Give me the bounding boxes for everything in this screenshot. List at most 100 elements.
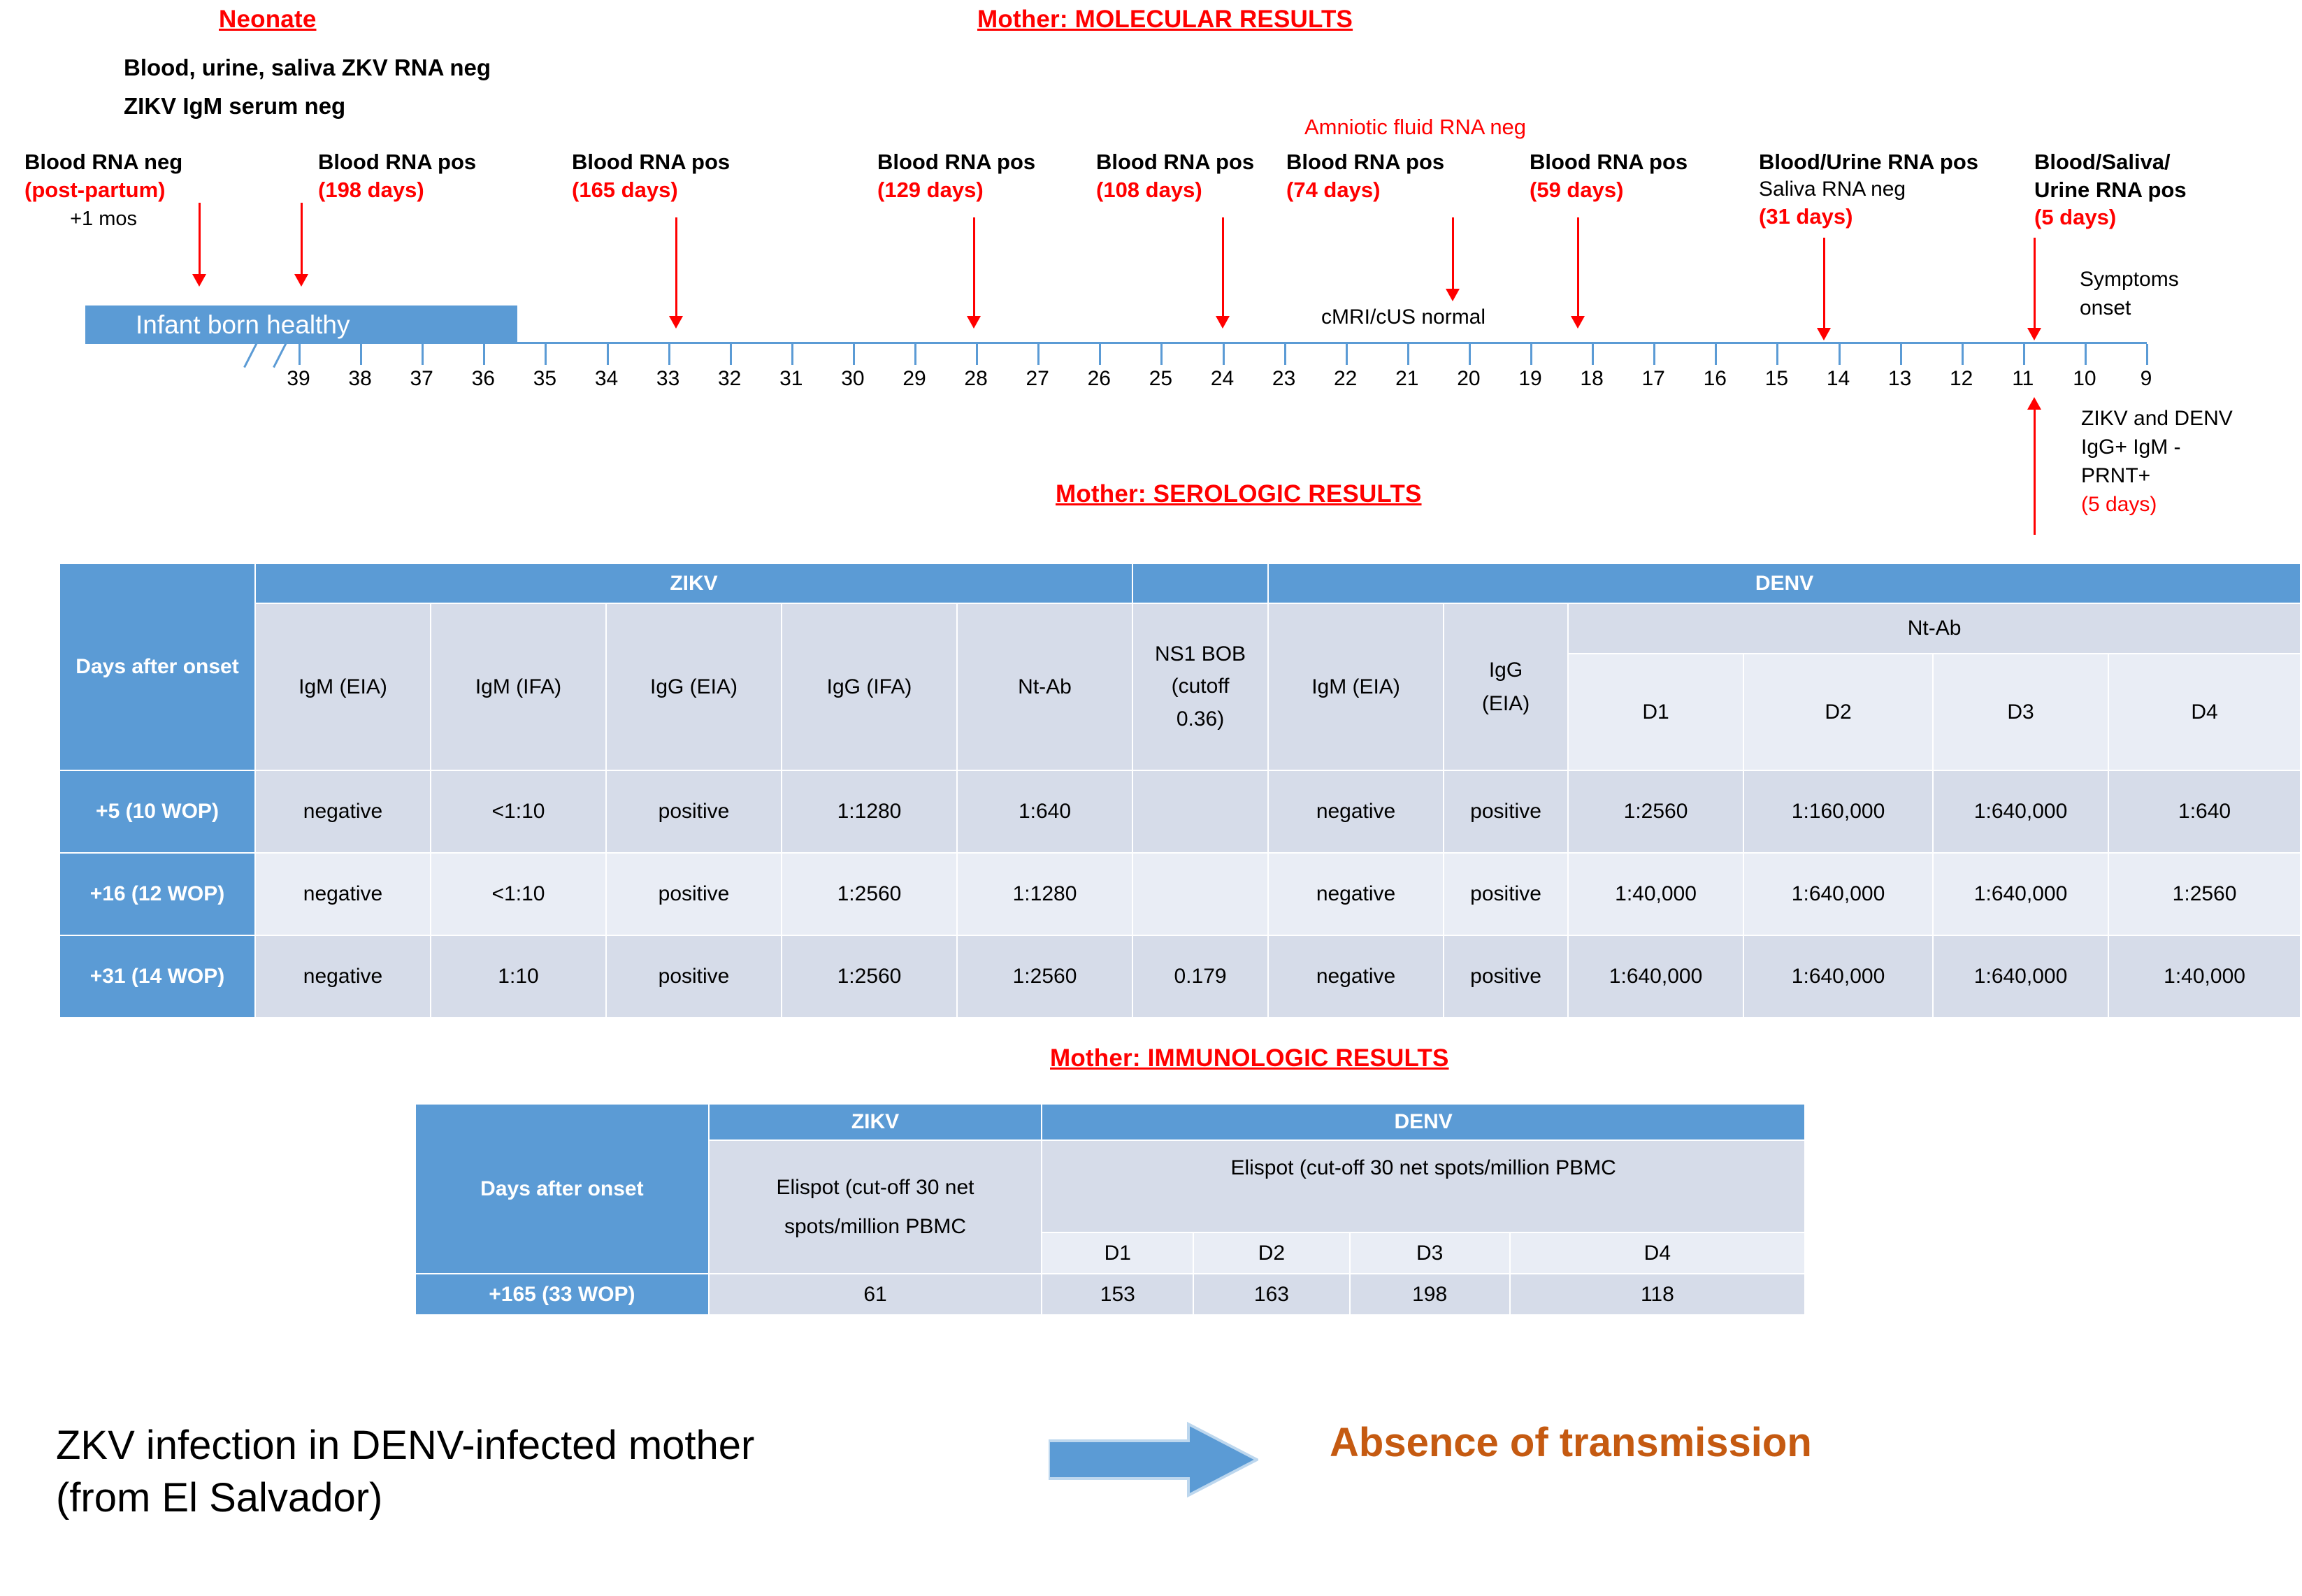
cell-denv-d4: 118 <box>1509 1273 1806 1316</box>
axis-tick <box>1407 344 1409 365</box>
event-label-line1: Blood RNA pos <box>318 150 477 174</box>
axis-tick-label: 12 <box>1950 367 1973 390</box>
axis-tick <box>1160 344 1163 365</box>
col-header-denv-d4: D4 <box>2108 653 2302 771</box>
row-label: +16 (12 WOP) <box>59 852 256 936</box>
infant-born-healthy-label: Infant born healthy <box>136 310 350 339</box>
conclusion-line2: (from El Salvador) <box>56 1475 383 1521</box>
event-label-line1: Blood RNA pos <box>1286 150 1445 174</box>
neonate-note-2: ZIKV IgM serum neg <box>124 93 346 119</box>
timeline-event-59-days: Blood RNA pos (59 days) <box>1530 148 1688 203</box>
axis-tick <box>1099 344 1102 365</box>
cell-denv-d3: 1:640,000 <box>1932 852 2110 936</box>
timeline-axis <box>85 342 2147 344</box>
group-header-denv: DENV <box>1267 563 2302 604</box>
event-label-line2: (165 days) <box>572 177 678 202</box>
table-header-row-1: Days after onset ZIKV DENV <box>415 1103 1806 1274</box>
table-row: +5 (10 WOP) negative <1:10 positive 1:12… <box>59 770 2302 854</box>
ns1-line2: (cutoff <box>1171 675 1230 698</box>
serologic-corner-label: Days after onset <box>59 563 256 771</box>
axis-tick <box>1345 344 1348 365</box>
denv-igg-line2: (EIA) <box>1481 691 1530 715</box>
event-label-line2: (74 days) <box>1286 177 1381 202</box>
table-row: +165 (33 WOP) 61 153 163 198 118 <box>415 1273 1806 1316</box>
event-label-line2: (5 days) <box>2034 205 2117 230</box>
below-axis-arrow <box>2027 397 2041 535</box>
axis-tick-label: 26 <box>1087 367 1111 390</box>
cell-zikv-igg-ifa: 1:2560 <box>781 852 958 936</box>
axis-tick <box>422 344 424 365</box>
cell-ns1-bob: 0.179 <box>1132 935 1269 1019</box>
axis-tick-label: 27 <box>1026 367 1049 390</box>
axis-tick <box>914 344 916 365</box>
table-row: +31 (14 WOP) negative 1:10 positive 1:25… <box>59 935 2302 1019</box>
col-header-denv-d2: D2 <box>1193 1232 1351 1274</box>
below-axis-note-line4: (5 days) <box>2081 493 2157 517</box>
axis-tick-label: 19 <box>1518 367 1542 390</box>
col-header-denv-elispot: Elispot (cut-off 30 net spots/million PB… <box>1041 1140 1806 1233</box>
cell-zikv-igg-ifa: 1:1280 <box>781 770 958 854</box>
cell-denv-d1: 1:640,000 <box>1567 935 1745 1019</box>
axis-tick-label: 16 <box>1703 367 1727 390</box>
axis-tick-label: 24 <box>1210 367 1235 390</box>
axis-tick-label: 23 <box>1272 367 1296 390</box>
below-axis-note: ZIKV and DENV IgG+ IgM - PRNT+ (5 days) <box>2081 404 2233 519</box>
cell-denv-igm-eia: negative <box>1267 852 1445 936</box>
immunologic-corner-label: Days after onset <box>415 1103 710 1274</box>
event-arrow-74-days <box>1446 217 1460 301</box>
axis-tick-label: 33 <box>656 367 680 390</box>
col-header-zikv-ntab: Nt-Ab <box>956 603 1134 771</box>
col-header-zikv-igm-ifa: IgM (IFA) <box>430 603 607 771</box>
axis-tick <box>1530 344 1532 365</box>
axis-tick-label: 9 <box>2140 367 2152 390</box>
row-label: +5 (10 WOP) <box>59 770 256 854</box>
axis-tick <box>1468 344 1471 365</box>
cell-denv-d3: 1:640,000 <box>1932 770 2110 854</box>
event-label-line1b: Urine RNA pos <box>2034 177 2187 202</box>
cell-denv-d2: 1:640,000 <box>1743 852 1934 936</box>
event-label-line2: (129 days) <box>877 177 984 202</box>
timeline-event-165-days: Blood RNA pos (165 days) <box>572 148 730 203</box>
cell-denv-d3: 198 <box>1348 1273 1511 1316</box>
neonate-title: Neonate <box>219 6 317 33</box>
axis-tick <box>2084 344 2087 365</box>
axis-tick <box>1838 344 1841 365</box>
axis-tick <box>1222 344 1225 365</box>
axis-tick <box>606 344 609 365</box>
infant-born-healthy-bar: Infant born healthy <box>85 305 517 344</box>
serologic-results-title: Mother: SEROLOGIC RESULTS <box>1056 480 1422 508</box>
cell-zikv-elispot: 61 <box>707 1273 1043 1316</box>
event-arrow-129-days <box>967 217 981 329</box>
axis-tick <box>1283 344 1286 365</box>
cell-zikv-ntab: 1:640 <box>956 770 1134 854</box>
symptoms-onset-line1: Symptoms <box>2080 268 2179 291</box>
event-arrow-165-days <box>669 217 683 329</box>
axis-tick-label: 20 <box>1457 367 1481 390</box>
axis-tick <box>1653 344 1656 365</box>
cell-zikv-igm-ifa: 1:10 <box>430 935 607 1019</box>
col-header-zikv-igg-ifa: IgG (IFA) <box>781 603 958 771</box>
event-label-line1: Blood/Saliva/ <box>2034 150 2171 174</box>
axis-tick <box>729 344 732 365</box>
table-header-row-3: D1 D2 D3 D4 <box>415 1232 1806 1274</box>
event-arrow-108-days <box>1216 217 1230 329</box>
cell-zikv-igm-ifa: <1:10 <box>430 852 607 936</box>
group-header-ns1-spacer <box>1132 563 1269 604</box>
cmri-cus-note: cMRI/cUS normal <box>1321 305 1486 329</box>
cell-ns1-bob <box>1132 770 1269 854</box>
event-label-line1: Blood RNA pos <box>1096 150 1255 174</box>
conclusion-right-text: Absence of transmission <box>1330 1420 1812 1465</box>
axis-tick-label: 32 <box>718 367 742 390</box>
col-header-denv-d1: D1 <box>1041 1232 1195 1274</box>
group-header-zikv: ZIKV <box>707 1103 1043 1141</box>
cell-zikv-igg-ifa: 1:2560 <box>781 935 958 1019</box>
symptoms-onset-note: Symptoms onset <box>2080 266 2179 322</box>
axis-tick-label: 22 <box>1334 367 1358 390</box>
table-row: +16 (12 WOP) negative <1:10 positive 1:2… <box>59 852 2302 936</box>
cell-zikv-igg-eia: positive <box>605 770 782 854</box>
cell-zikv-igg-eia: positive <box>605 935 782 1019</box>
timeline-event-74-days: Blood RNA pos (74 days) <box>1286 148 1444 203</box>
cell-denv-d2: 163 <box>1193 1273 1351 1316</box>
axis-tick-label: 10 <box>2073 367 2096 390</box>
axis-tick <box>298 344 301 365</box>
